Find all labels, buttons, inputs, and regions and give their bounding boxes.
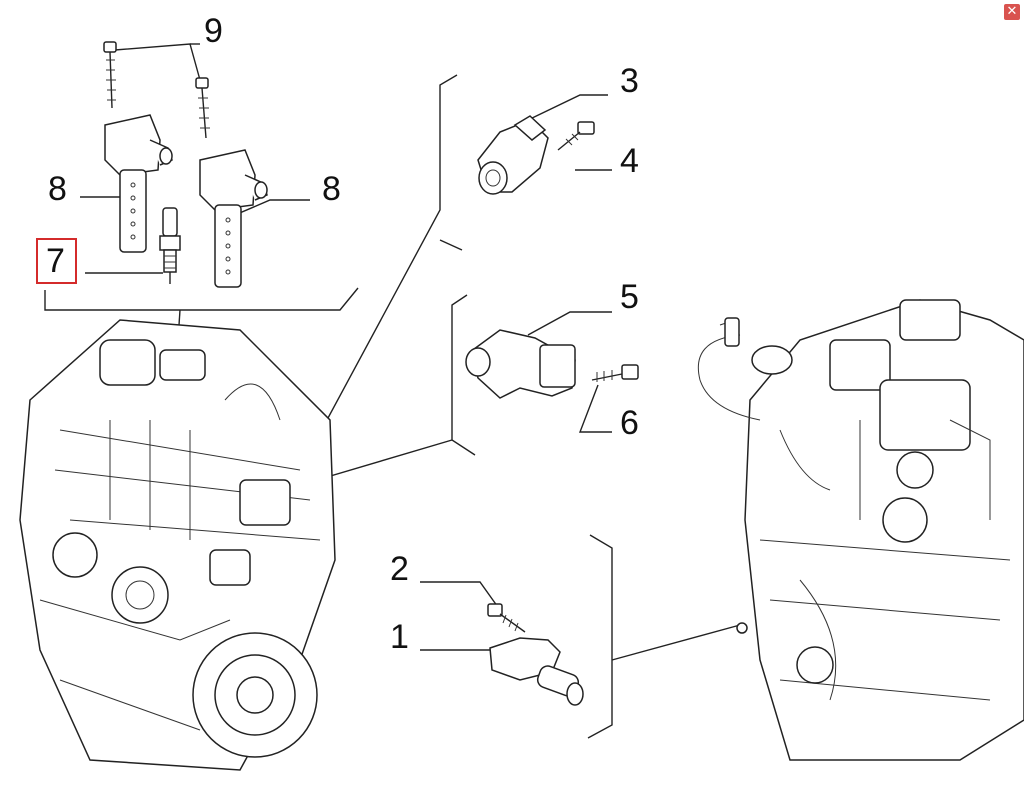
coil-bolt-left[interactable]: [103, 41, 117, 109]
callout-2[interactable]: 2: [390, 550, 409, 588]
camshaft-sensor-bolt[interactable]: [591, 364, 639, 382]
knock-sensor-bolt[interactable]: [557, 121, 595, 151]
callout-6[interactable]: 6: [620, 404, 639, 442]
camshaft-sensor[interactable]: [465, 329, 576, 399]
engine-front-view: [19, 319, 336, 771]
crankshaft-sensor-bolt[interactable]: [487, 603, 526, 633]
callout-7-selected[interactable]: 7: [36, 238, 77, 284]
leader-lines: [44, 43, 741, 739]
engine-rear-view: [697, 299, 1024, 761]
knock-sensor[interactable]: [477, 115, 549, 195]
crankshaft-sensor[interactable]: [489, 637, 584, 706]
spark-plug[interactable]: [159, 207, 181, 284]
callout-3[interactable]: 3: [620, 62, 639, 100]
close-icon[interactable]: ✕: [1004, 4, 1020, 20]
callout-8-right[interactable]: 8: [322, 170, 341, 208]
callout-9[interactable]: 9: [204, 12, 223, 50]
ignition-coil-right[interactable]: [199, 149, 268, 288]
coil-bolt-right[interactable]: [195, 77, 210, 139]
callout-8-left[interactable]: 8: [48, 170, 67, 208]
ignition-coil-left[interactable]: [104, 114, 173, 253]
callout-5[interactable]: 5: [620, 278, 639, 316]
callout-4[interactable]: 4: [620, 142, 639, 180]
callout-1[interactable]: 1: [390, 618, 409, 656]
